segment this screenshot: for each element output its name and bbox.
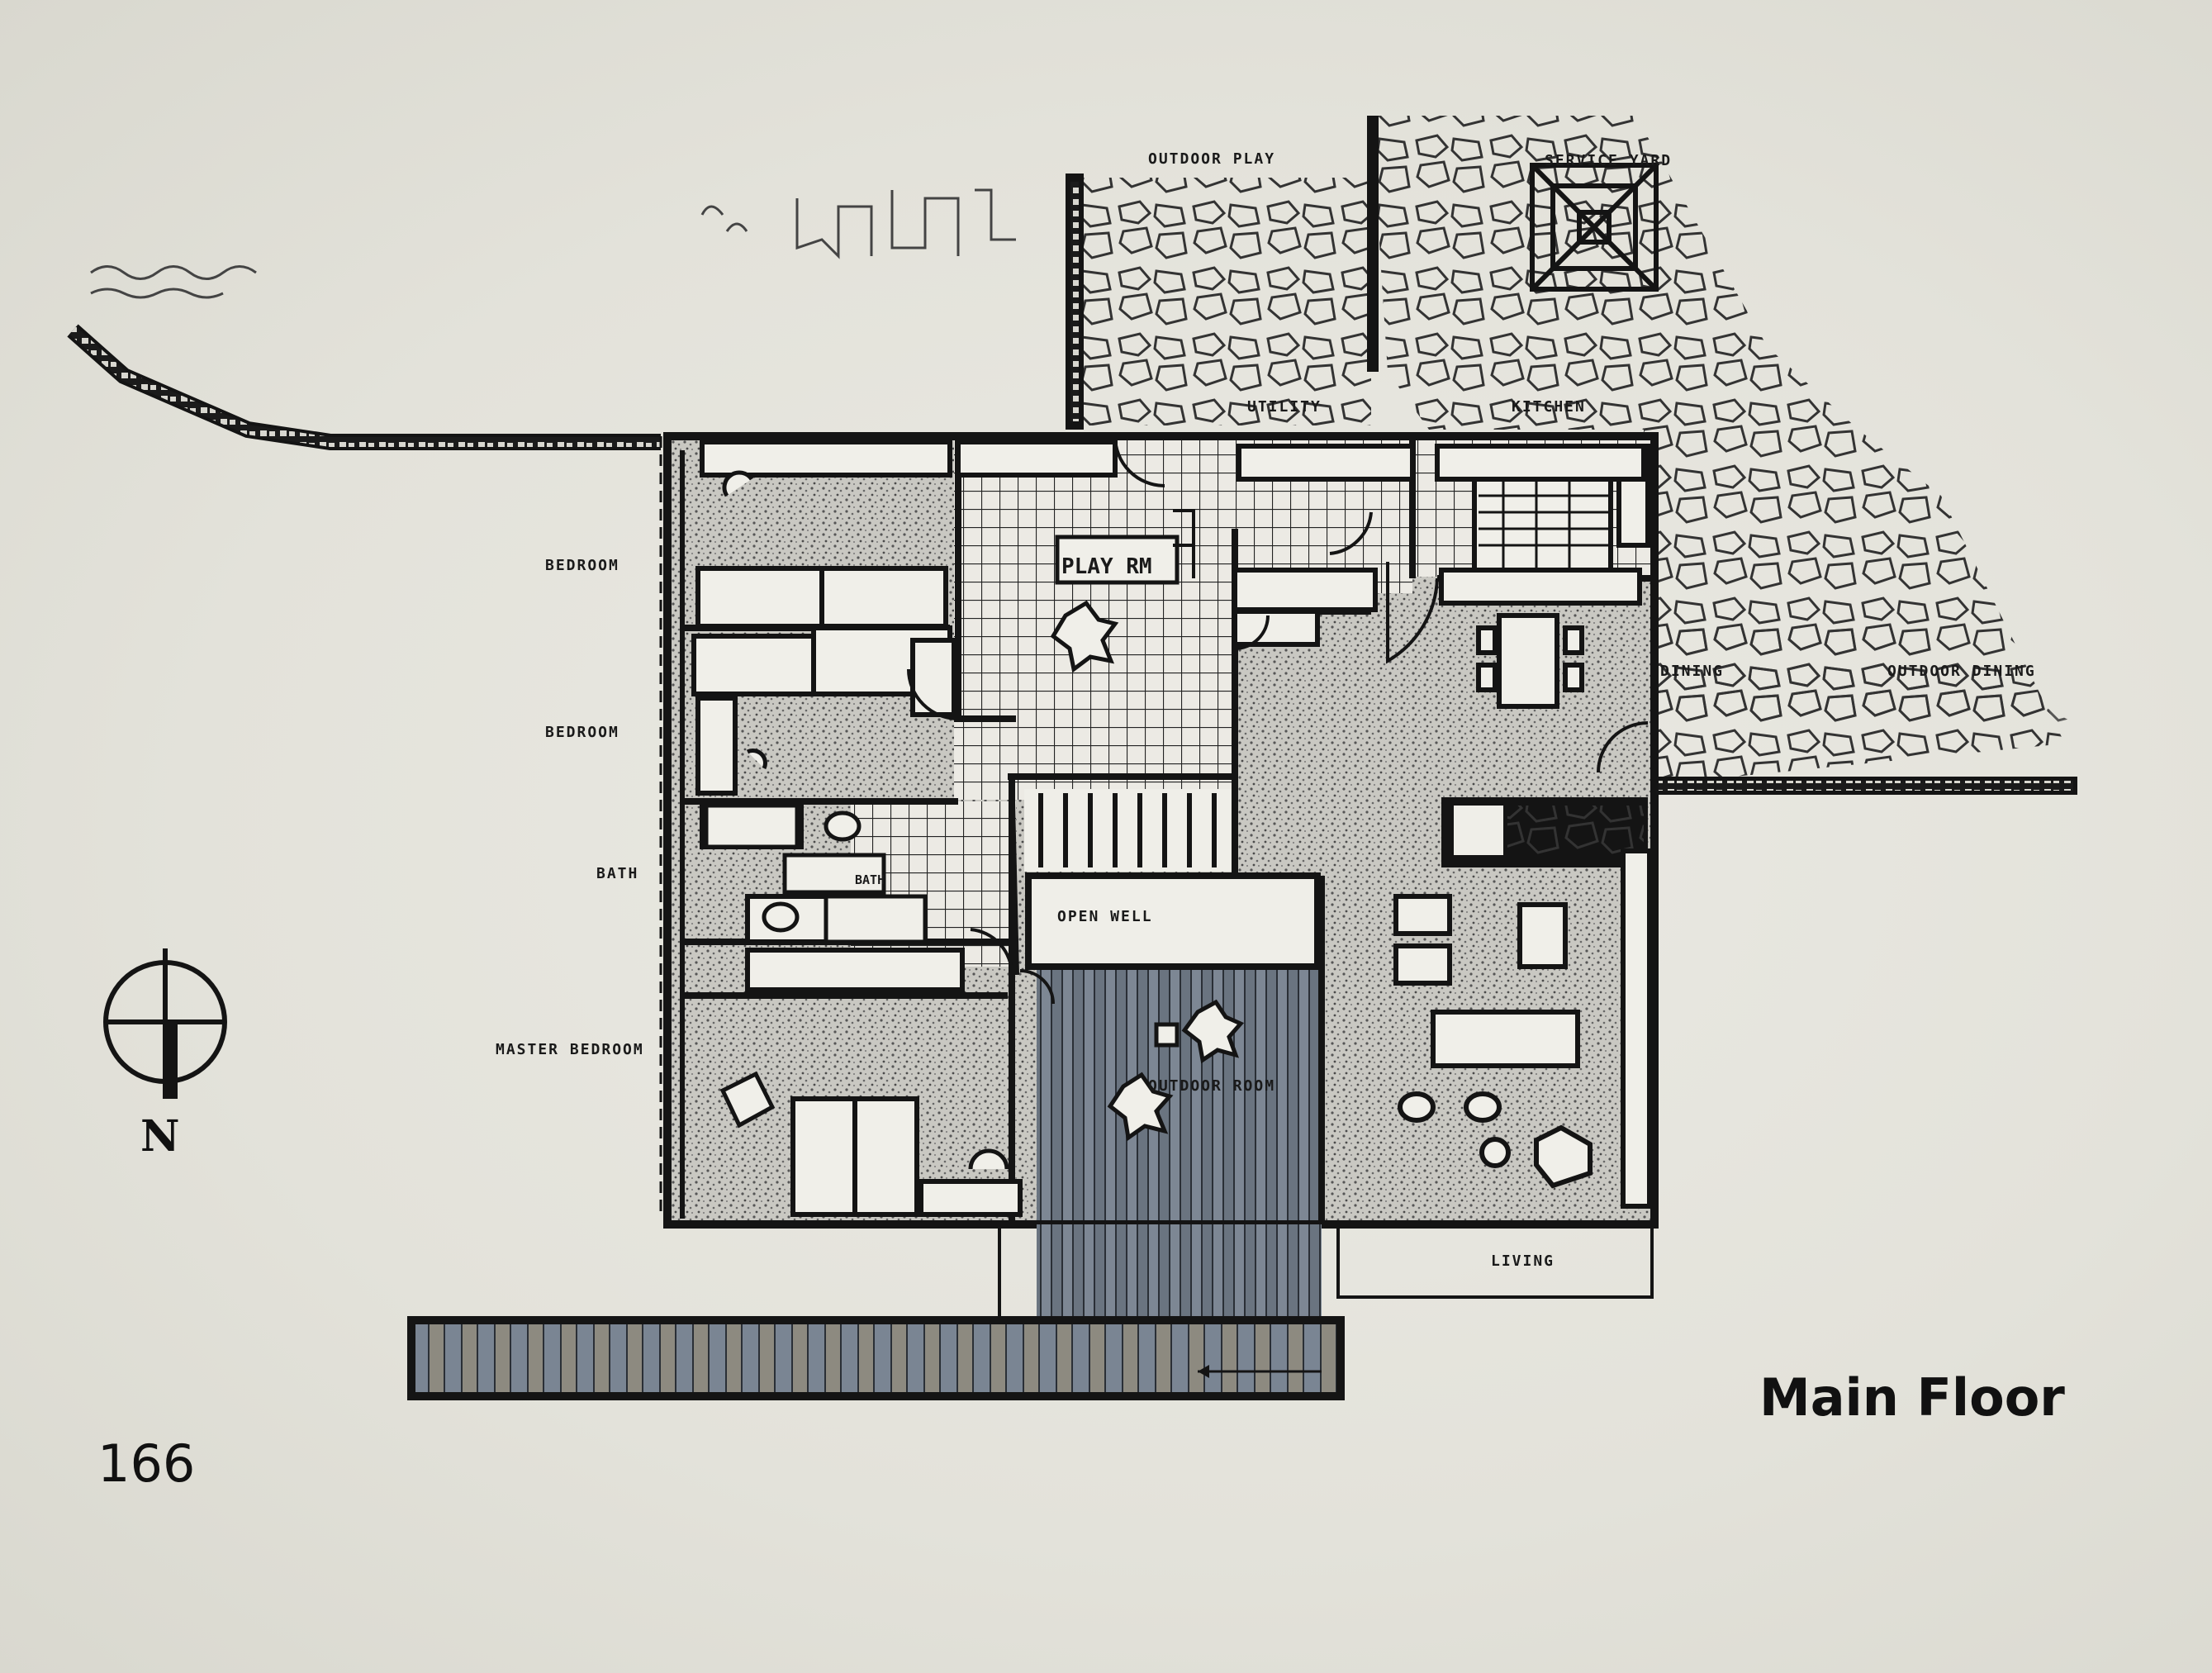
- house-footprint: [659, 432, 1659, 1324]
- label-kitchen: KITCHEN: [1512, 398, 1586, 416]
- label-outdoor-room: OUTDOOR ROOM: [1148, 1077, 1275, 1095]
- label-bath-1: BATH: [596, 865, 638, 882]
- label-bath-2: BATH: [855, 872, 885, 887]
- label-master-bedroom: MASTER BEDROOM: [496, 1041, 644, 1058]
- label-bedroom-2: BEDROOM: [545, 724, 619, 741]
- outdoor-dining-paving: [1652, 628, 2081, 727]
- room-labels: OUTDOOR PLAY SERVICE YARD UTILITY KITCHE…: [496, 150, 2036, 1270]
- page-number: 166: [97, 1433, 196, 1494]
- service-yard-paving: [1371, 116, 2065, 785]
- outdoor-play-paving: [1074, 178, 1371, 425]
- north-label: N: [140, 1111, 180, 1162]
- label-outdoor-play: OUTDOOR PLAY: [1148, 150, 1275, 168]
- yard-divider-wall: [1367, 116, 1379, 372]
- page-title: Main Floor: [1759, 1367, 2065, 1428]
- label-dining: DINING: [1660, 663, 1724, 680]
- service-yard-planter: [1530, 163, 1659, 292]
- label-play-rm: PLAY RM: [1061, 554, 1152, 579]
- label-outdoor-dining: OUTDOOR DINING: [1887, 663, 2036, 680]
- north-arrow-icon: [103, 948, 227, 1099]
- label-bedroom-1: BEDROOM: [545, 557, 619, 574]
- entry-walk-deck: [407, 1316, 1345, 1400]
- garden-wall-west: [67, 324, 661, 450]
- label-living: LIVING: [1491, 1252, 1555, 1270]
- outdoor-dining-wall: [1652, 777, 2077, 795]
- label-utility: UTILITY: [1247, 398, 1322, 416]
- label-service-yard: SERVICE YARD: [1545, 152, 1672, 169]
- label-open-well: OPEN WELL: [1057, 908, 1153, 925]
- entry-sketch-marks: [90, 188, 1016, 299]
